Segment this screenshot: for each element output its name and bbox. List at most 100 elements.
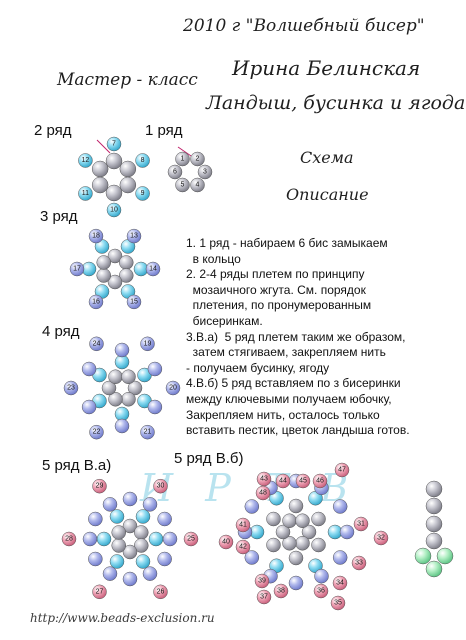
bead [142,566,158,581]
bead-number: 26 [157,588,165,595]
footer-url[interactable]: http://www.beads-exclusion.ru [30,611,215,625]
bead: 31 [353,516,369,532]
bead [282,536,297,551]
instruction-line: между ключевыми получаем юбочку, [186,391,392,406]
bead [266,537,281,553]
bead-number: 3 [203,169,207,176]
bead: 32 [373,530,389,546]
bead [101,380,117,396]
bead-number: 13 [130,233,138,240]
row5a-label: 5 ряд В.а) [42,457,112,474]
bead [114,342,130,358]
scheme-label: Схема [300,148,354,167]
bead-number: 19 [144,340,152,347]
bead-number: 42 [239,544,247,551]
bead-number: 29 [96,483,104,490]
bead [275,524,291,540]
bead [332,499,348,514]
bead: 5 [175,177,190,193]
bead: 23 [63,380,79,396]
bead: 43 [256,471,272,487]
instruction-line: 4.В.б) 5 ряд вставляем по з бисеринки [186,376,401,391]
bead [425,515,443,533]
bead: 38 [273,583,289,599]
bead [425,532,443,550]
bead: 48 [255,485,271,501]
instruction-line: вставить пестик, цветок ландыша готов. [186,423,410,438]
instruction-line: 1. 1 ряд - набираем 6 бис замыкаем [186,236,388,250]
bead: 9 [135,186,150,201]
bead: 8 [135,153,150,168]
header-subtitle: Ландыш, бусинка и ягода [206,92,466,114]
bead [425,480,443,498]
bead [157,551,172,567]
bead [96,531,112,547]
bead [119,255,134,270]
bead: 18 [88,228,104,244]
bead: 45 [295,473,311,489]
bead-number: 10 [110,207,118,214]
instruction-line: в кольцо [186,251,241,266]
bead: 26 [153,584,168,600]
header-author: Ирина Белинская [232,56,421,80]
bead-number: 22 [93,429,101,436]
bead-number: 28 [65,536,73,543]
bead-number: 4 [196,181,200,188]
bead: 27 [92,584,107,600]
bead: 15 [126,294,142,310]
bead [91,176,109,194]
bead-number: 6 [173,169,177,176]
bead [157,511,172,527]
bead [301,524,317,540]
bead: 10 [106,202,122,218]
bead [81,399,97,415]
bead-number: 32 [377,535,385,542]
bead [96,255,111,270]
bead: 25 [183,531,199,547]
bead-number: 47 [338,467,346,474]
bead [288,550,304,566]
bead-number: 38 [277,588,285,595]
instruction-line: плетения, по пронумерованным [186,298,372,313]
bead-number: 5 [181,181,185,188]
bead [107,274,123,290]
bead-number: 43 [260,476,268,483]
row3-label: 3 ряд [40,208,78,225]
bead-number: 9 [141,190,145,197]
bead [295,513,310,528]
bead [119,176,137,194]
bead: 12 [78,153,93,168]
bead [127,380,143,396]
instruction-line: мозаичного жгута. См. порядок [186,282,366,297]
bead [122,518,138,534]
row1-label: 1 ряд [145,122,183,139]
bead-number: 18 [92,233,100,240]
bead: 4 [190,177,205,193]
bead [107,248,123,264]
row2-label: 2 ряд [34,122,72,139]
bead [105,184,123,202]
bead [122,491,138,507]
bead [147,361,163,377]
bead: 34 [332,575,348,591]
bead [425,497,443,515]
bead-number: 23 [67,385,75,392]
bead [162,531,178,547]
bead-number: 12 [82,157,90,164]
bead-number: 16 [92,298,100,305]
bead-number: 21 [144,429,152,436]
header-title: 2010 г "Волшебный бисер" [183,16,425,36]
bead [102,497,118,512]
bead [332,550,348,565]
bead-number: 35 [334,600,342,607]
bead-number: 31 [357,521,365,528]
bead-number: 8 [141,157,145,164]
bead [109,554,125,569]
bead-number: 45 [299,478,307,485]
bead [96,268,111,283]
bead [148,531,164,547]
bead-number: 2 [196,156,200,163]
bead [266,511,281,527]
bead [134,525,149,540]
